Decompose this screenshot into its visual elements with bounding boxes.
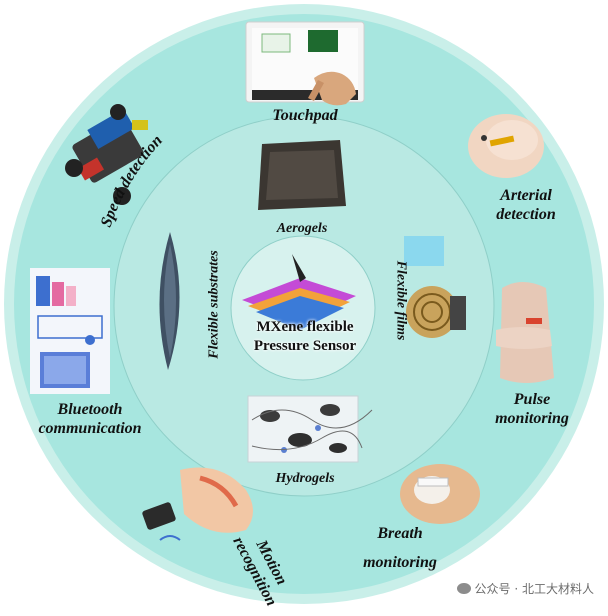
flexible-films-image: [404, 236, 466, 338]
breath-line1: Breath: [377, 525, 423, 542]
bluetooth-communication-image: [30, 268, 110, 394]
watermark-text: 公众号 · 北工大材料人: [474, 582, 594, 596]
bluetooth-line2: communication: [38, 420, 142, 437]
center-title-line2: Pressure Sensor: [253, 338, 357, 354]
flexible-substrates-label: Flexible substrates: [206, 250, 222, 359]
pulse-monitoring-image: [496, 282, 554, 383]
flexible-substrates-image: [159, 232, 180, 370]
touchpad-label: Touchpad: [272, 107, 338, 124]
center-sensor-image: [242, 254, 356, 330]
center-title-line1: MXene flexible: [256, 319, 354, 335]
breath-monitoring-label: Breath monitoring: [352, 524, 448, 572]
breath-line2: monitoring: [363, 554, 437, 571]
watermark: 公众号 · 北工大材料人: [456, 580, 594, 597]
arterial-line2: detection: [496, 206, 556, 223]
pulse-line2: monitoring: [495, 410, 569, 427]
hydrogels-image: [247, 395, 373, 463]
touchpad-image: [245, 21, 365, 106]
aerogels-image: [258, 140, 346, 210]
motion-recognition-image: [142, 467, 253, 541]
hydrogels-label: Hydrogels: [275, 471, 335, 486]
bluetooth-communication-label: Bluetooth communication: [26, 400, 154, 438]
bluetooth-line1: Bluetooth: [57, 401, 123, 418]
arterial-line1: Arterial: [500, 187, 552, 204]
wechat-icon: [456, 583, 471, 594]
arterial-detection-label: Arterial detection: [478, 186, 574, 224]
flexible-films-label: Flexible films: [393, 260, 409, 341]
pulse-line1: Pulse: [513, 391, 551, 408]
arterial-detection-image: [468, 114, 544, 178]
aerogels-label: Aerogels: [276, 221, 328, 236]
speed-detection-image: [65, 104, 148, 205]
pulse-monitoring-label: Pulse monitoring: [482, 390, 582, 428]
breath-monitoring-image: [400, 464, 480, 524]
center-title: MXene flexible Pressure Sensor: [230, 318, 380, 356]
